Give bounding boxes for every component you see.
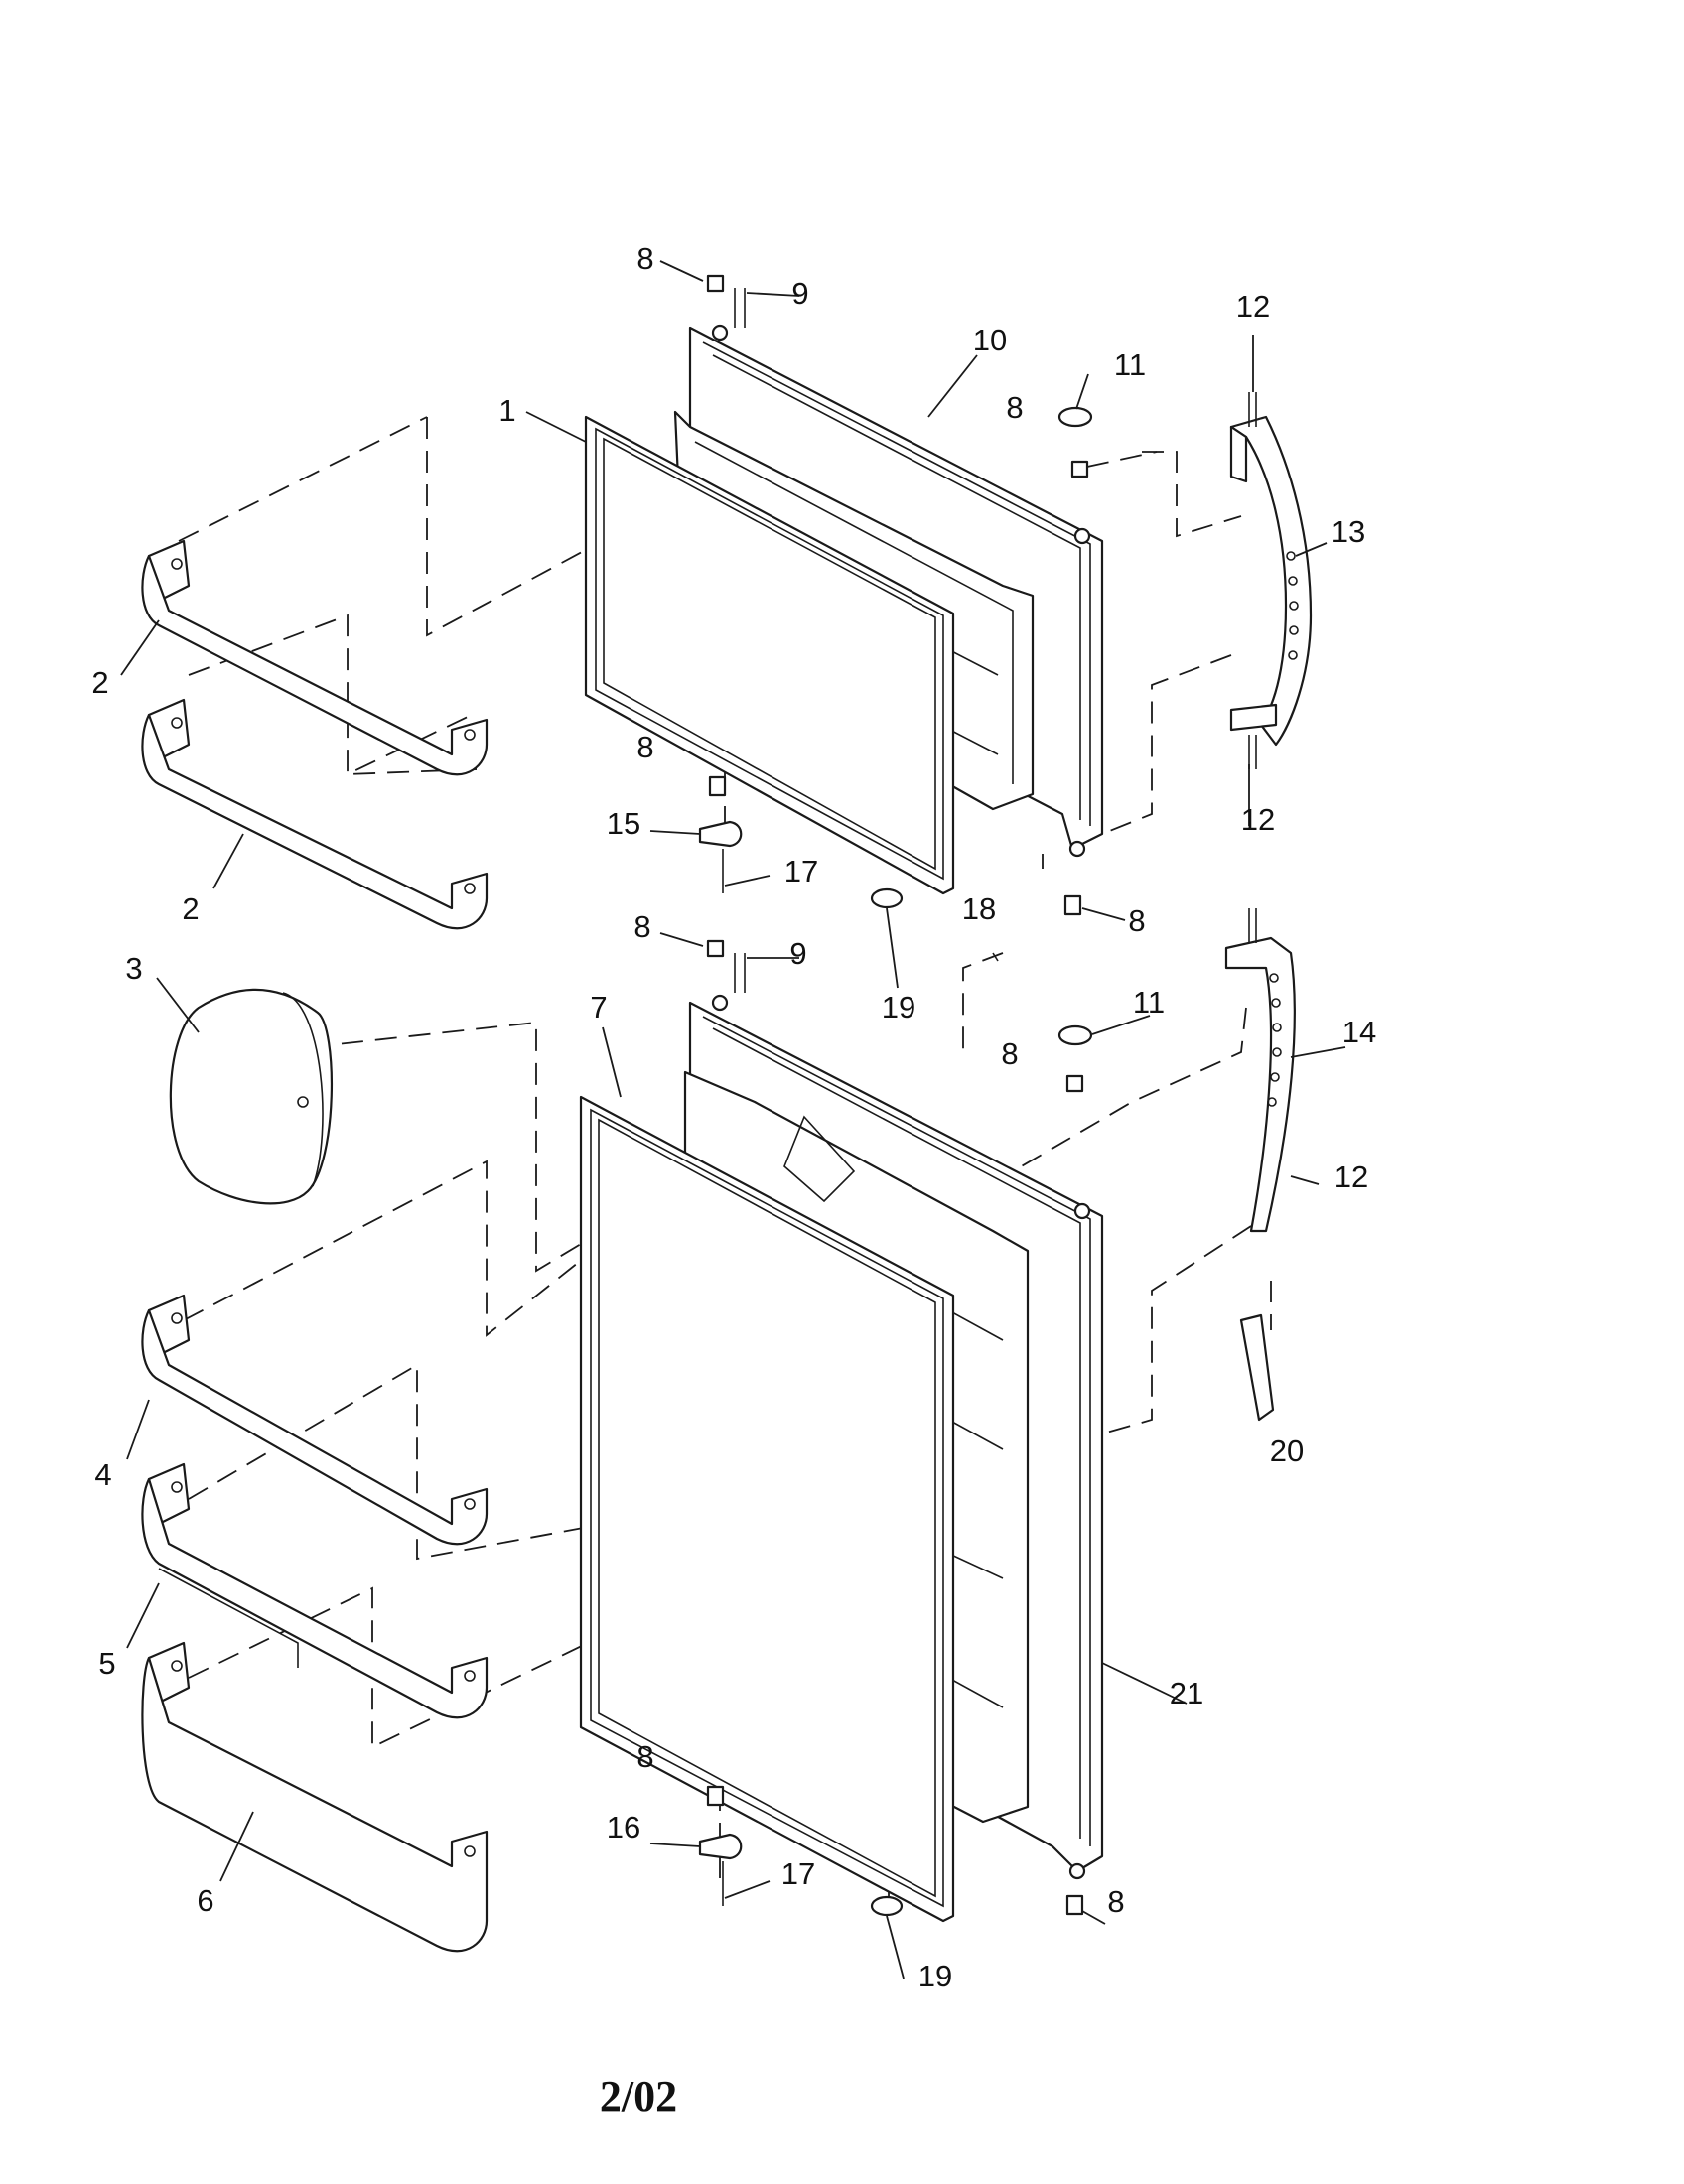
- callout-17-b: 17: [781, 1856, 815, 1891]
- callout-11-b: 11: [1133, 985, 1165, 1020]
- dairy-compartment: [169, 988, 334, 1205]
- callout-17-a: 17: [784, 854, 818, 888]
- callout-8-b: 8: [1006, 390, 1023, 425]
- door-shelf-lower-5: [141, 1462, 489, 1719]
- callout-2-upper: 2: [91, 665, 108, 700]
- callout-10: 10: [973, 323, 1007, 357]
- handle-trim-piece: [1239, 1313, 1275, 1422]
- callout-8-g: 8: [636, 1739, 653, 1774]
- callout-19-a: 19: [882, 990, 915, 1024]
- callout-8-d: 8: [1128, 903, 1145, 938]
- door-shelf-lower-4: [141, 1294, 489, 1546]
- callout-4: 4: [94, 1457, 111, 1492]
- freezer-door-gasket: [584, 415, 955, 895]
- callout-8-c: 8: [636, 730, 653, 764]
- callout-8-h: 8: [1107, 1884, 1124, 1919]
- door-bin-6: [141, 1641, 489, 1953]
- freezer-door-handle: [1229, 415, 1313, 747]
- callout-15: 15: [607, 806, 640, 841]
- door-shelf-upper-1: [141, 539, 489, 776]
- callout-18: 18: [962, 891, 996, 926]
- callout-21: 21: [1170, 1676, 1203, 1710]
- callout-12-c: 12: [1334, 1160, 1368, 1194]
- callout-3: 3: [125, 951, 142, 986]
- callout-6: 6: [197, 1883, 213, 1918]
- callout-16: 16: [607, 1810, 640, 1844]
- callout-14: 14: [1342, 1015, 1376, 1049]
- callout-20: 20: [1270, 1433, 1304, 1468]
- footer-date: 2/02: [600, 2072, 677, 2120]
- callout-9-b: 9: [789, 936, 806, 971]
- callout-1: 1: [498, 393, 515, 428]
- callout-8-f: 8: [1001, 1036, 1018, 1071]
- hardware-parts: [698, 274, 1257, 1917]
- callout-8-a: 8: [636, 241, 653, 276]
- fresh-food-door-gasket: [579, 1095, 955, 1923]
- leader-lines: [120, 260, 1346, 1979]
- callout-8-e: 8: [633, 909, 650, 944]
- callout-9-a: 9: [791, 276, 808, 311]
- callout-5: 5: [98, 1646, 115, 1681]
- fresh-food-door-handle: [1224, 936, 1296, 1233]
- callout-13: 13: [1332, 514, 1365, 549]
- callout-12-a: 12: [1236, 289, 1270, 324]
- callout-12-b: 12: [1241, 802, 1275, 837]
- callout-2-lower: 2: [182, 891, 199, 926]
- callout-7: 7: [590, 990, 607, 1024]
- door-shelf-upper-2: [141, 698, 489, 930]
- callout-11-a: 11: [1114, 347, 1146, 382]
- callout-19-b: 19: [918, 1959, 952, 1993]
- callout-labels: 1 2 2 3 4 5 6 7 8 8 8 8 8 8 8 8 9 9 10 1…: [91, 241, 1376, 1993]
